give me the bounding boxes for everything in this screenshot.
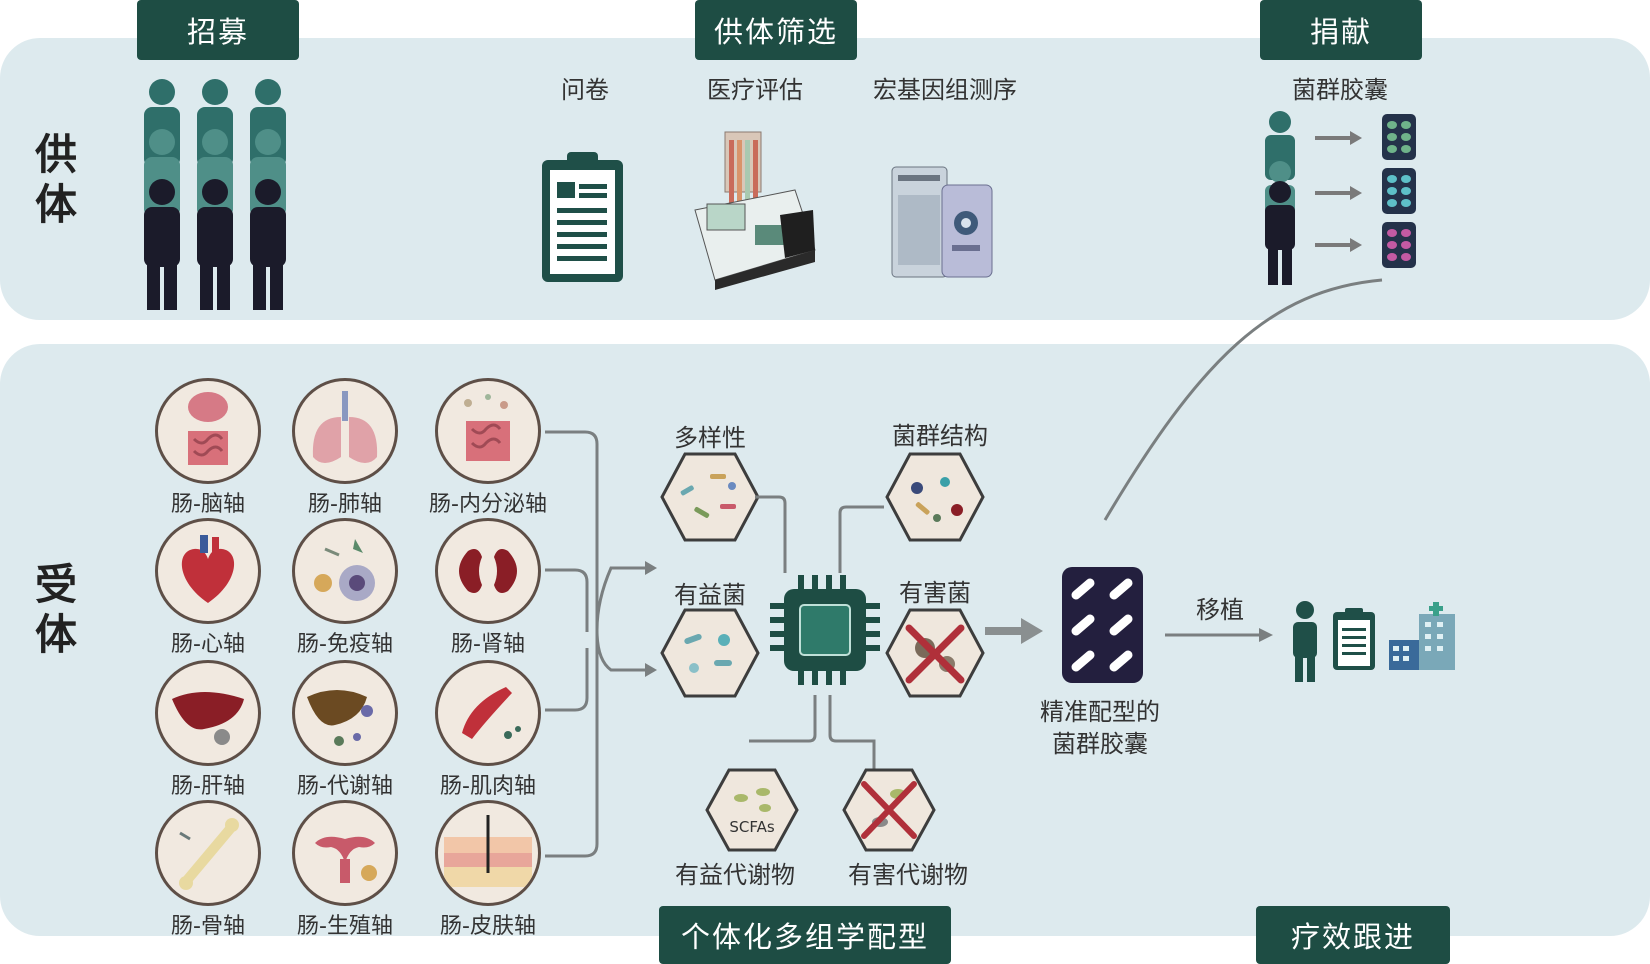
- gut-endocrine-icon: [435, 378, 541, 484]
- axes-connector-lines: [545, 430, 657, 858]
- axis-label-gut-immune: 肠-免疫轴: [297, 632, 393, 657]
- structure-hexagon-icon: [885, 452, 985, 542]
- stage-recruit-tag: 招募: [137, 0, 299, 60]
- transplant-arrow: [1165, 628, 1273, 642]
- followup-icons: [1293, 601, 1455, 682]
- questionnaire-label: 问卷: [561, 76, 609, 104]
- beneficial-label: 有益菌: [674, 581, 746, 609]
- capsule-flow-curve: [1103, 278, 1383, 521]
- harmful-metabolite-hexagon-icon: [842, 768, 936, 852]
- gut-muscle-icon: [435, 660, 541, 766]
- gut-heart-icon: [155, 518, 261, 624]
- gut-reproductive-icon: [292, 800, 398, 906]
- beneficial-hexagon-icon: [660, 608, 760, 698]
- axis-label-gut-reproductive: 肠-生殖轴: [297, 914, 393, 939]
- transplant-label: 移植: [1196, 596, 1244, 624]
- harmful-label: 有害菌: [899, 579, 971, 607]
- gut-brain-icon: [155, 378, 261, 484]
- diversity-hexagon-icon: [660, 452, 760, 542]
- donor-to-capsule-icon: [1265, 111, 1416, 285]
- axis-label-gut-metabolic: 肠-代谢轴: [297, 774, 393, 799]
- axis-label-gut-lung: 肠-肺轴: [308, 492, 382, 517]
- donor-side-label: 供体: [34, 130, 77, 229]
- sequencer-icon: [891, 166, 993, 278]
- gut-lung-icon: [292, 378, 398, 484]
- stage-matching-tag: 个体化多组学配型: [659, 906, 951, 964]
- scfa-text: SCFAs: [729, 818, 775, 836]
- gut-bone-icon: [155, 800, 261, 906]
- chip-connector-lines: [749, 495, 884, 769]
- to-capsule-arrow: [985, 618, 1043, 644]
- stage-screening-tag: 供体筛选: [695, 0, 857, 60]
- gut-metabolic-icon: [292, 660, 398, 766]
- axis-label-gut-kidney: 肠-肾轴: [451, 632, 525, 657]
- axis-label-gut-bone: 肠-骨轴: [171, 914, 245, 939]
- precision-capsule-label-1: 精准配型的: [1040, 698, 1160, 726]
- axis-label-gut-heart: 肠-心轴: [171, 632, 245, 657]
- precision-capsule-icon: [1062, 567, 1143, 683]
- metagenomic-label: 宏基因组测序: [873, 76, 1017, 104]
- medical-eval-label: 医疗评估: [707, 76, 803, 104]
- axis-label-gut-skin: 肠-皮肤轴: [440, 914, 536, 939]
- capsule-label: 菌群胶囊: [1292, 76, 1388, 104]
- axis-label-gut-liver: 肠-肝轴: [171, 774, 245, 799]
- analysis-chip-icon: [770, 575, 880, 685]
- donor-crowd-icon: [144, 79, 286, 310]
- gut-kidney-icon: [435, 518, 541, 624]
- gut-immune-icon: [292, 518, 398, 624]
- recipient-side-label: 受体: [34, 560, 77, 659]
- axis-label-gut-muscle: 肠-肌肉轴: [440, 774, 536, 799]
- clipboard-icon: [542, 152, 623, 282]
- harmful-metabolites-label: 有害代谢物: [848, 861, 968, 889]
- beneficial-metabolite-hexagon-icon: SCFAs: [705, 768, 799, 852]
- diversity-label: 多样性: [674, 424, 746, 452]
- lab-analyzer-icon: [694, 131, 816, 290]
- gut-liver-icon: [155, 660, 261, 766]
- structure-label: 菌群结构: [892, 422, 988, 450]
- axis-label-gut-endocrine: 肠-内分泌轴: [429, 492, 547, 517]
- stage-followup-tag: 疗效跟进: [1256, 906, 1450, 964]
- gut-skin-icon: [435, 800, 541, 906]
- axis-label-gut-brain: 肠-脑轴: [171, 492, 245, 517]
- harmful-hexagon-icon: [885, 608, 985, 698]
- stage-donate-tag: 捐献: [1260, 0, 1422, 60]
- beneficial-metabolites-label: 有益代谢物: [675, 861, 795, 889]
- precision-capsule-label-2: 菌群胶囊: [1052, 730, 1148, 758]
